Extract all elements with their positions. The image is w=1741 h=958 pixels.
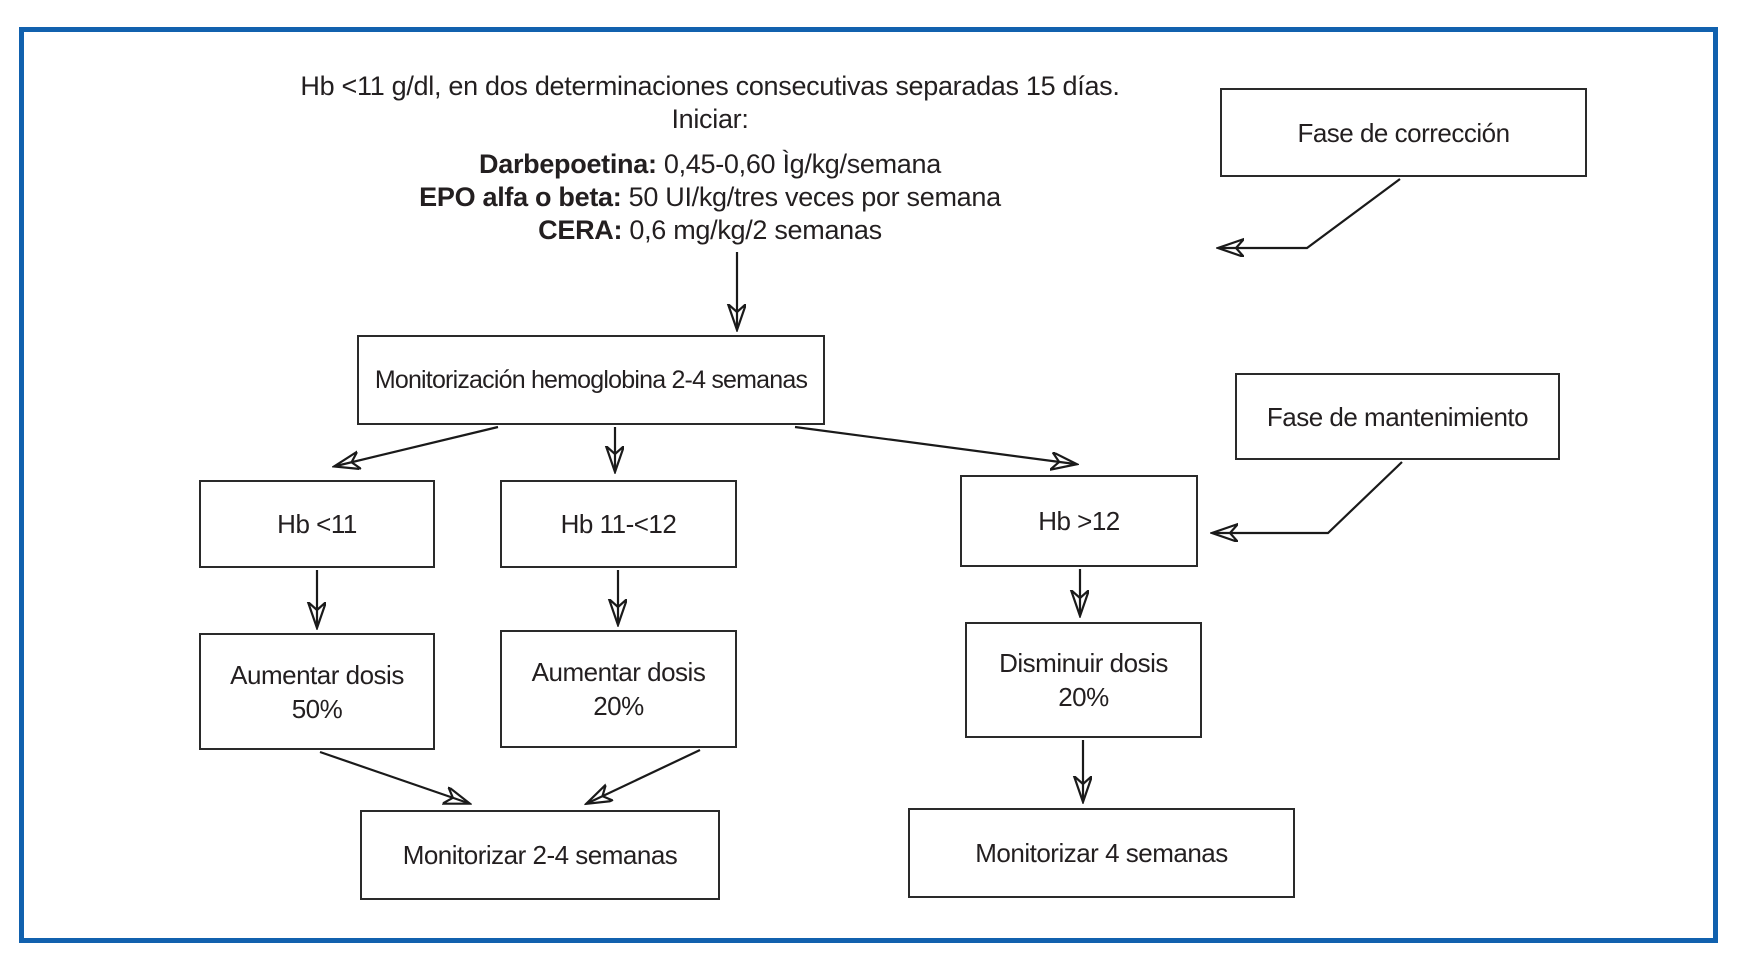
drug-line-darbepoetina: Darbepoetina: 0,45-0,60 Ìg/kg/semana [190, 148, 1230, 181]
node-decrease-20-line1: Disminuir dosis [999, 648, 1168, 678]
intro-start-line: Iniciar: [671, 104, 749, 134]
node-hb-high: Hb >12 [960, 475, 1198, 567]
node-hb-low-label: Hb <11 [277, 509, 357, 539]
phase-correction-box: Fase de corrección [1220, 88, 1587, 177]
phase-maintenance-box: Fase de mantenimiento [1235, 373, 1560, 460]
node-decrease-20: Disminuir dosis 20% [965, 622, 1202, 738]
node-hb-high-label: Hb >12 [1038, 506, 1120, 536]
drug-label: EPO alfa o beta: [419, 182, 622, 212]
drug-line-epo: EPO alfa o beta: 50 UI/kg/tres veces por… [190, 181, 1230, 214]
node-increase-50-line2: 50% [291, 693, 343, 724]
outer-blue-frame [19, 27, 1718, 943]
node-monitor-initial: Monitorización hemoglobina 2-4 semanas [357, 335, 825, 425]
node-monitor-initial-label: Monitorización hemoglobina 2-4 semanas [374, 366, 808, 394]
intro-gap [190, 136, 1230, 148]
intro-condition-line: Hb <11 g/dl, en dos determinaciones cons… [300, 71, 1120, 101]
node-monitor-24-label: Monitorizar 2-4 semanas [402, 840, 678, 870]
node-increase-20-line1: Aumentar dosis [531, 657, 706, 687]
node-decrease-20-line2: 20% [1058, 682, 1109, 712]
node-increase-20-line2: 20% [593, 691, 644, 721]
drug-dose: 50 UI/kg/tres veces por semana [628, 182, 1001, 212]
node-increase-50-line1: Aumentar dosis [230, 659, 404, 690]
drug-line-cera: CERA: 0,6 mg/kg/2 semanas [190, 214, 1230, 247]
node-increase-20: Aumentar dosis 20% [500, 630, 737, 748]
node-hb-mid: Hb 11-<12 [500, 480, 737, 568]
drug-label: CERA: [538, 215, 623, 245]
intro-text-block: Hb <11 g/dl, en dos determinaciones cons… [190, 70, 1230, 247]
node-monitor-24: Monitorizar 2-4 semanas [360, 810, 720, 900]
drug-dose: 0,6 mg/kg/2 semanas [629, 215, 882, 245]
node-increase-50: Aumentar dosis 50% [199, 633, 435, 750]
drug-label: Darbepoetina: [479, 149, 657, 179]
node-monitor-4: Monitorizar 4 semanas [908, 808, 1295, 898]
drug-dose: 0,45-0,60 Ìg/kg/semana [663, 149, 941, 179]
node-monitor-4-label: Monitorizar 4 semanas [975, 838, 1228, 868]
phase-maintenance-label: Fase de mantenimiento [1266, 401, 1529, 432]
phase-correction-label: Fase de corrección [1297, 117, 1510, 148]
node-hb-mid-label: Hb 11-<12 [560, 509, 677, 539]
node-hb-low: Hb <11 [199, 480, 435, 568]
